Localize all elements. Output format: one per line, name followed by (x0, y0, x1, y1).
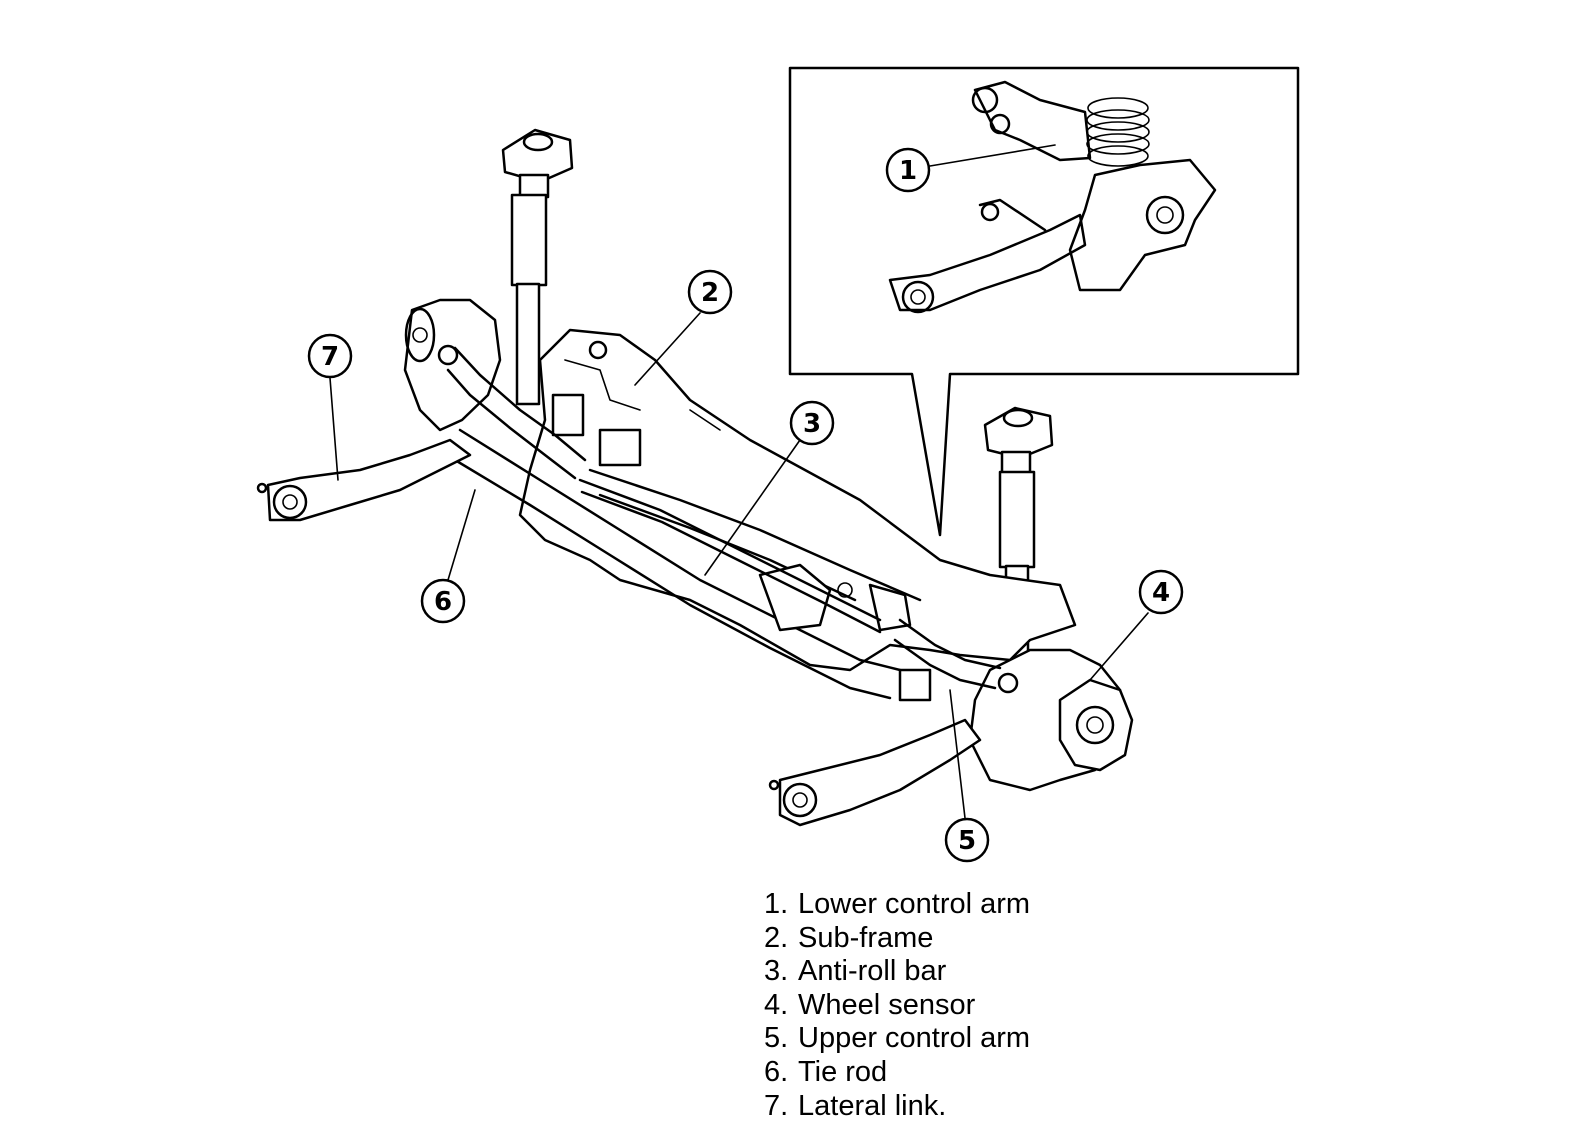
legend-item: 6. Tie rod (764, 1056, 1030, 1090)
anti-roll-bar (578, 478, 882, 634)
callout-2-label: 2 (701, 278, 719, 308)
callout-4-label: 4 (1152, 578, 1170, 608)
callout-7: 7 (307, 333, 353, 481)
legend-item-number: 7. (764, 1089, 789, 1122)
callout-3: 3 (704, 400, 835, 576)
legend-item: 3. Anti-roll bar (764, 955, 1030, 989)
callout-1-label: 1 (899, 156, 917, 186)
inset-coil-spring (1086, 97, 1150, 167)
right-lateral-link (768, 718, 982, 827)
callout-6-label: 6 (434, 587, 452, 617)
left-lateral-link (256, 438, 472, 522)
parts-legend: 1. Lower control arm 2. Sub-frame 3. Anti-r… (764, 888, 1030, 1123)
legend-item-label: Upper control arm (798, 1022, 1031, 1055)
legend-item-number: 1. (764, 888, 789, 920)
legend-item-number: 6. (764, 1055, 789, 1088)
callout-1: 1 (885, 147, 931, 193)
callout-4: 4 (1089, 569, 1184, 681)
legend-item-label: Sub-frame (798, 921, 934, 954)
legend-item-label: Lower control arm (798, 888, 1031, 920)
inset-detail: 1 (788, 66, 1300, 537)
right-knuckle (968, 648, 1134, 792)
legend-item-number: 4. (764, 988, 789, 1021)
legend-item: 5. Upper control arm (764, 1022, 1030, 1056)
legend-item: 1. Lower control arm (764, 888, 1030, 922)
callout-5: 5 (944, 689, 990, 863)
legend-item-number: 3. (764, 955, 789, 988)
legend-item-label: Anti-roll bar (798, 955, 947, 988)
legend-item-number: 2. (764, 921, 789, 954)
left-shock-absorber (501, 128, 574, 406)
callout-7-label: 7 (321, 342, 339, 372)
subframe-assembly (256, 128, 1134, 827)
legend-item: 2. Sub-frame (764, 922, 1030, 956)
callout-6: 6 (420, 489, 476, 624)
callout-2: 2 (634, 269, 733, 386)
callout-3-label: 3 (803, 409, 821, 439)
legend-item-number: 5. (764, 1022, 789, 1055)
legend-item-label: Wheel sensor (798, 988, 976, 1021)
left-knuckle (403, 298, 502, 432)
legend-item: 4. Wheel sensor (764, 989, 1030, 1023)
callout-5-label: 5 (958, 826, 976, 856)
legend-item-label: Tie rod (798, 1055, 888, 1088)
legend-item: 7. Lateral link. (764, 1090, 1030, 1124)
legend-item-label: Lateral link. (798, 1089, 947, 1122)
